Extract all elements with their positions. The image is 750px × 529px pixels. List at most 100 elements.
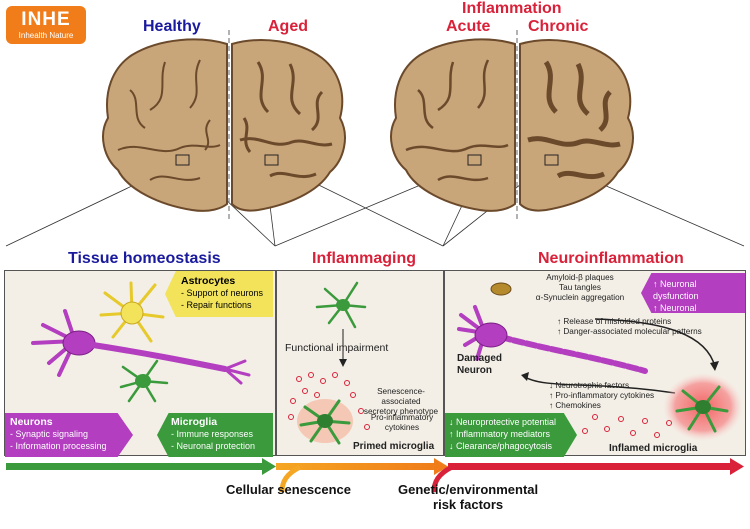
- label-inflammation: Inflammation: [462, 0, 562, 17]
- astrocytes-title: Astrocytes: [181, 275, 236, 287]
- arrow-orange: [276, 463, 436, 470]
- microglia-body: [135, 374, 151, 388]
- protective-line-1: ↓ Neuroprotective potential: [449, 417, 557, 427]
- arrow-green: [6, 463, 264, 470]
- microglia-line-2: - Neuronal protection: [171, 441, 256, 451]
- dysfunction-line-1: ↑ Neuronal dysfunction: [653, 279, 699, 301]
- logo-tagline: Inhealth Nature: [18, 31, 74, 40]
- risk-hook: [431, 464, 454, 493]
- cytokine-dots: [288, 372, 370, 430]
- microglia-upper: [315, 281, 367, 329]
- senescence-line-2: secretory phenotype: [363, 407, 439, 416]
- panel-neuroinflammation: Amyloid-β plaques Tau tangles α-Synuclei…: [444, 270, 746, 457]
- cytokines-line-1: Pro-inflammatory: [370, 413, 434, 422]
- dysfunction-box: ↑ Neuronal dysfunction ↑ Neuronal degene…: [641, 273, 745, 313]
- primed-microglia-label: Primed microglia: [353, 441, 435, 452]
- damaged-line-1: Damaged: [457, 353, 503, 364]
- cytokines-line-2: cytokines: [384, 423, 420, 432]
- neurons-line-1: - Synaptic signaling: [10, 429, 89, 439]
- risk-line-1: Genetic/environmental: [398, 482, 539, 497]
- factors-arrow-head: [521, 372, 529, 381]
- aggregates-text: Amyloid-β plaques Tau tangles α-Synuclei…: [515, 273, 645, 303]
- risk-factors-label: Genetic/environmental risk factors: [398, 482, 538, 512]
- senescence-hook: [279, 464, 302, 493]
- release-arrow-head: [710, 361, 719, 371]
- factors-arrow: [524, 376, 676, 394]
- homeostasis-cells: [31, 281, 251, 403]
- microglia-primed: [299, 399, 351, 445]
- neurons-title: Neurons: [10, 416, 53, 428]
- zoom-box-healthy: [175, 154, 190, 166]
- release-line-2: ↑ Danger-associated molecular patterns: [557, 327, 702, 336]
- astrocyte-body: [120, 301, 144, 325]
- release-line-1: ↑ Release of misfolded proteins: [557, 317, 672, 326]
- risk-line-2: risk factors: [433, 497, 504, 512]
- astrocytes-line-1: - Support of neurons: [181, 288, 264, 298]
- zoom-box-acute: [467, 154, 482, 166]
- microglia-box: Microglia - Immune responses - Neuronal …: [157, 413, 273, 457]
- microglia-inflamed: [675, 385, 729, 433]
- astrocytes-box: Astrocytes - Support of neurons - Repair…: [165, 271, 273, 317]
- protective-box: ↓ Neuroprotective potential ↑ Inflammato…: [445, 413, 577, 457]
- protective-line-2: ↑ Inflammatory mediators: [449, 429, 551, 439]
- neuron-healthy: [31, 309, 251, 385]
- damaged-neuron-label: Damaged Neuron: [457, 353, 502, 377]
- logo: INHE Inhealth Nature: [6, 6, 86, 44]
- factors-line-3: ↑ Chemokines: [549, 401, 601, 410]
- functional-impairment: Functional impairment: [285, 342, 389, 354]
- microglia-primed-body: [317, 414, 333, 428]
- impairment-arrow-head: [339, 359, 347, 367]
- senescence-line-1: Senescence-associated: [377, 387, 425, 406]
- arrow-green-head: [262, 458, 276, 475]
- panel-inflammaging: Functional impairment Senescence-associa…: [276, 270, 444, 456]
- pro-inflammatory-cytokines: Pro-inflammatory cytokines: [363, 413, 441, 433]
- microglia-title: Microglia: [171, 416, 218, 428]
- title-inflammaging: Inflammaging: [312, 250, 417, 267]
- arrow-red-head: [730, 458, 744, 475]
- zoom-box-aged: [264, 154, 279, 166]
- release-text: ↑ Release of misfolded proteins ↑ Danger…: [557, 317, 717, 337]
- neuron-damaged-body: [474, 322, 508, 348]
- factors-line-2: ↑ Pro-inflammatory cytokines: [549, 391, 655, 400]
- astrocytes-line-2: - Repair functions: [181, 300, 252, 310]
- label-acute: Acute: [446, 18, 491, 35]
- panel-tissue-homeostasis: Astrocytes - Support of neurons - Repair…: [4, 270, 276, 457]
- microglia-inflamed-body: [695, 400, 711, 414]
- inflamed-microglia-label: Inflamed microglia: [609, 443, 698, 454]
- aggregate-line-2: Tau tangles: [559, 283, 601, 292]
- aggregate-icon: [490, 282, 512, 296]
- label-chronic: Chronic: [528, 18, 589, 35]
- microglia-cell: [119, 359, 169, 403]
- brain-aged: [231, 39, 346, 212]
- senescence-phenotype: Senescence-associated secretory phenotyp…: [359, 387, 443, 417]
- microglia-line-1: - Immune responses: [171, 429, 254, 439]
- astrocyte-cell: [99, 281, 165, 343]
- title-neuroinflammation: Neuroinflammation: [538, 250, 684, 267]
- neurons-box: Neurons - Synaptic signaling - Informati…: [5, 413, 133, 457]
- protective-line-3: ↓ Clearance/phagocytosis: [449, 441, 553, 451]
- title-tissue-homeostasis: Tissue homeostasis: [68, 250, 221, 267]
- aggregate-line-3: α-Synuclein aggregation: [535, 293, 625, 302]
- arrow-red: [448, 463, 732, 470]
- cellular-senescence-label: Cellular senescence: [226, 482, 352, 497]
- label-aged: Aged: [268, 18, 308, 35]
- neurons-line-2: - Information processing: [10, 441, 107, 451]
- factors-line-1: ↓ Neurotrophic factors: [549, 381, 630, 390]
- damaged-line-2: Neuron: [457, 365, 492, 376]
- inflammaging-cells: [288, 281, 370, 445]
- logo-name: INHE: [21, 9, 71, 30]
- release-arrow: [594, 318, 716, 368]
- inflamed-dots: [582, 414, 672, 438]
- microglia-upper-body: [336, 299, 350, 311]
- neuroinflammation-cells: [457, 282, 743, 441]
- factors-text: ↓ Neurotrophic factors ↑ Pro-inflammator…: [549, 381, 689, 411]
- label-healthy: Healthy: [143, 18, 201, 35]
- zoom-box-chronic: [544, 154, 559, 166]
- neuron-damaged: [457, 305, 648, 374]
- arrow-orange-head: [434, 458, 448, 475]
- dysfunction-line-2: ↑ Neuronal degeneration: [653, 303, 706, 325]
- aggregate-line-1: Amyloid-β plaques: [546, 273, 614, 282]
